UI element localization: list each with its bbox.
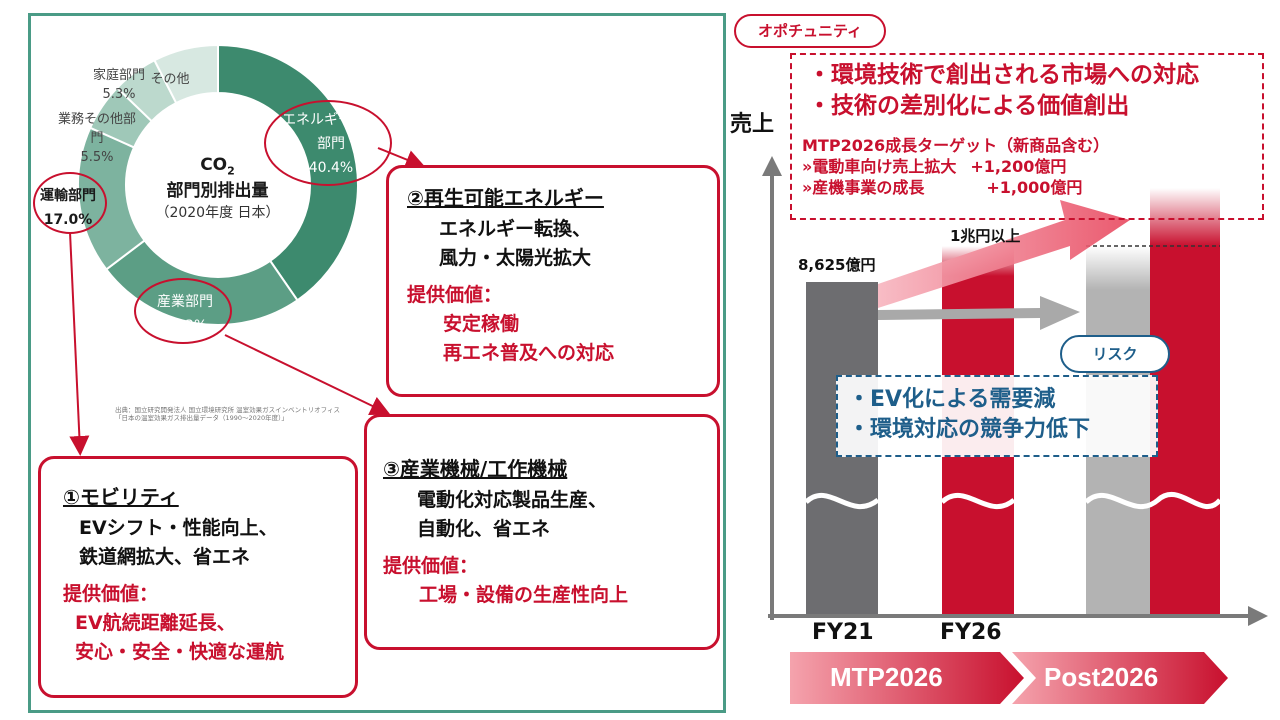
target-row-2: »産機事業の成長+1,000億円 [802,178,1083,197]
mobility-line2: 鉄道網拡大、省エネ [79,546,251,568]
co2-panel [28,13,726,713]
target-title: MTP2026成長ターゲット（新商品含む） [802,136,1110,155]
break-wave-fy21 [804,493,880,509]
mobility-title: ①モビリティ [63,485,179,509]
opportunity-box: ・環境技術で創出される市場への対応 ・技術の差別化による価値創出 MTP2026… [790,53,1264,220]
fy21-value-label: 8,625億円 [798,256,876,274]
x-label-fy26: FY26 [940,620,1002,645]
y-axis-arrowhead [762,156,782,176]
mobility-line1: EVシフト・性能向上、 [79,517,278,539]
industrial-machinery-box: ③産業機械/工作機械 電動化対応製品生産、 自動化、省エネ 提供価値： 工場・設… [364,414,720,650]
renewable-value-title: 提供価値： [407,284,503,306]
label-other: その他 [150,72,190,87]
connector-arrows [69,147,426,456]
mobility-value-title: 提供価値： [63,583,159,605]
break-wave-post [1084,491,1222,509]
targets: MTP2026成長ターゲット（新商品含む） »電動車向け売上拡大+1,200億円… [802,135,1109,198]
break-wave-fy26 [940,493,1016,509]
risk-arrow [878,296,1080,330]
bar-post-risk-fade [1086,246,1150,290]
donut-segment-5 [153,45,219,105]
industrial-title: ③産業機械/工作機械 [383,457,568,481]
banner-mtp2026 [790,652,1024,704]
risk-line2: ・環境対応の競争力低下 [848,417,1091,442]
source-note: 出典：国立研究開発法人 国立環境研究所 温室効果ガスインベントリオフィス 「日本… [115,406,341,422]
mobility-value1: EV航続距離延長、 [75,612,236,634]
highlight-energy [264,100,392,186]
renewable-value1: 安定稼働 [443,313,520,335]
period-post2026: Post2026 [1044,662,1159,692]
opportunity-text: ・環境技術で創出される市場への対応 ・技術の差別化による価値創出 [808,60,1199,122]
industrial-line1: 電動化対応製品生産、 [417,489,608,511]
banner-post2026 [1012,652,1228,704]
renewable-line1: エネルギー転換、 [439,218,592,240]
industrial-value-title: 提供価値： [383,555,479,577]
x-label-fy21: FY21 [812,620,874,645]
growth-arrow [878,200,1130,308]
opportunity-line2: ・技術の差別化による価値創出 [808,93,1130,119]
risk-text: ・EV化による需要減 ・環境対応の競争力低下 [848,385,1090,445]
donut-center-title: CO2 部門別排出量 （2020年度 日本） [155,155,280,222]
renewable-line2: 風力・太陽光拡大 [439,247,592,269]
y-axis-label: 売上 [730,112,775,137]
period-banner [790,652,1228,704]
opportunity-line1: ・環境技術で創出される市場への対応 [808,62,1199,88]
opportunity-label: オポチュニティ [734,14,886,48]
risk-box: ・EV化による需要減 ・環境対応の競争力低下 [836,375,1158,457]
risk-line1: ・EV化による需要減 [848,387,1056,412]
x-axis-arrowhead [1248,606,1268,626]
fy26-value-label: 1兆円以上 [950,227,1021,245]
risk-label: リスク [1060,335,1170,373]
renewable-value2: 再エネ普及への対応 [443,342,615,364]
highlight-industry [134,278,232,344]
industrial-value1: 工場・設備の生産性向上 [419,584,629,606]
period-mtp2026: MTP2026 [830,662,943,692]
bar-post-opportunity [1150,246,1220,614]
renewable-energy-box: ②再生可能エネルギー エネルギー転換、 風力・太陽光拡大 提供価値： 安定稼働 … [386,165,720,397]
renewable-title: ②再生可能エネルギー [407,186,604,210]
mobility-value2: 安心・安全・快適な運航 [75,641,285,663]
target-row-1: »電動車向け売上拡大+1,200億円 [802,157,1067,176]
mobility-box: ①モビリティ EVシフト・性能向上、 鉄道網拡大、省エネ 提供価値： EV航続距… [38,456,358,698]
industrial-line2: 自動化、省エネ [417,518,551,540]
bar-post-opportunity-fade [1150,188,1220,246]
